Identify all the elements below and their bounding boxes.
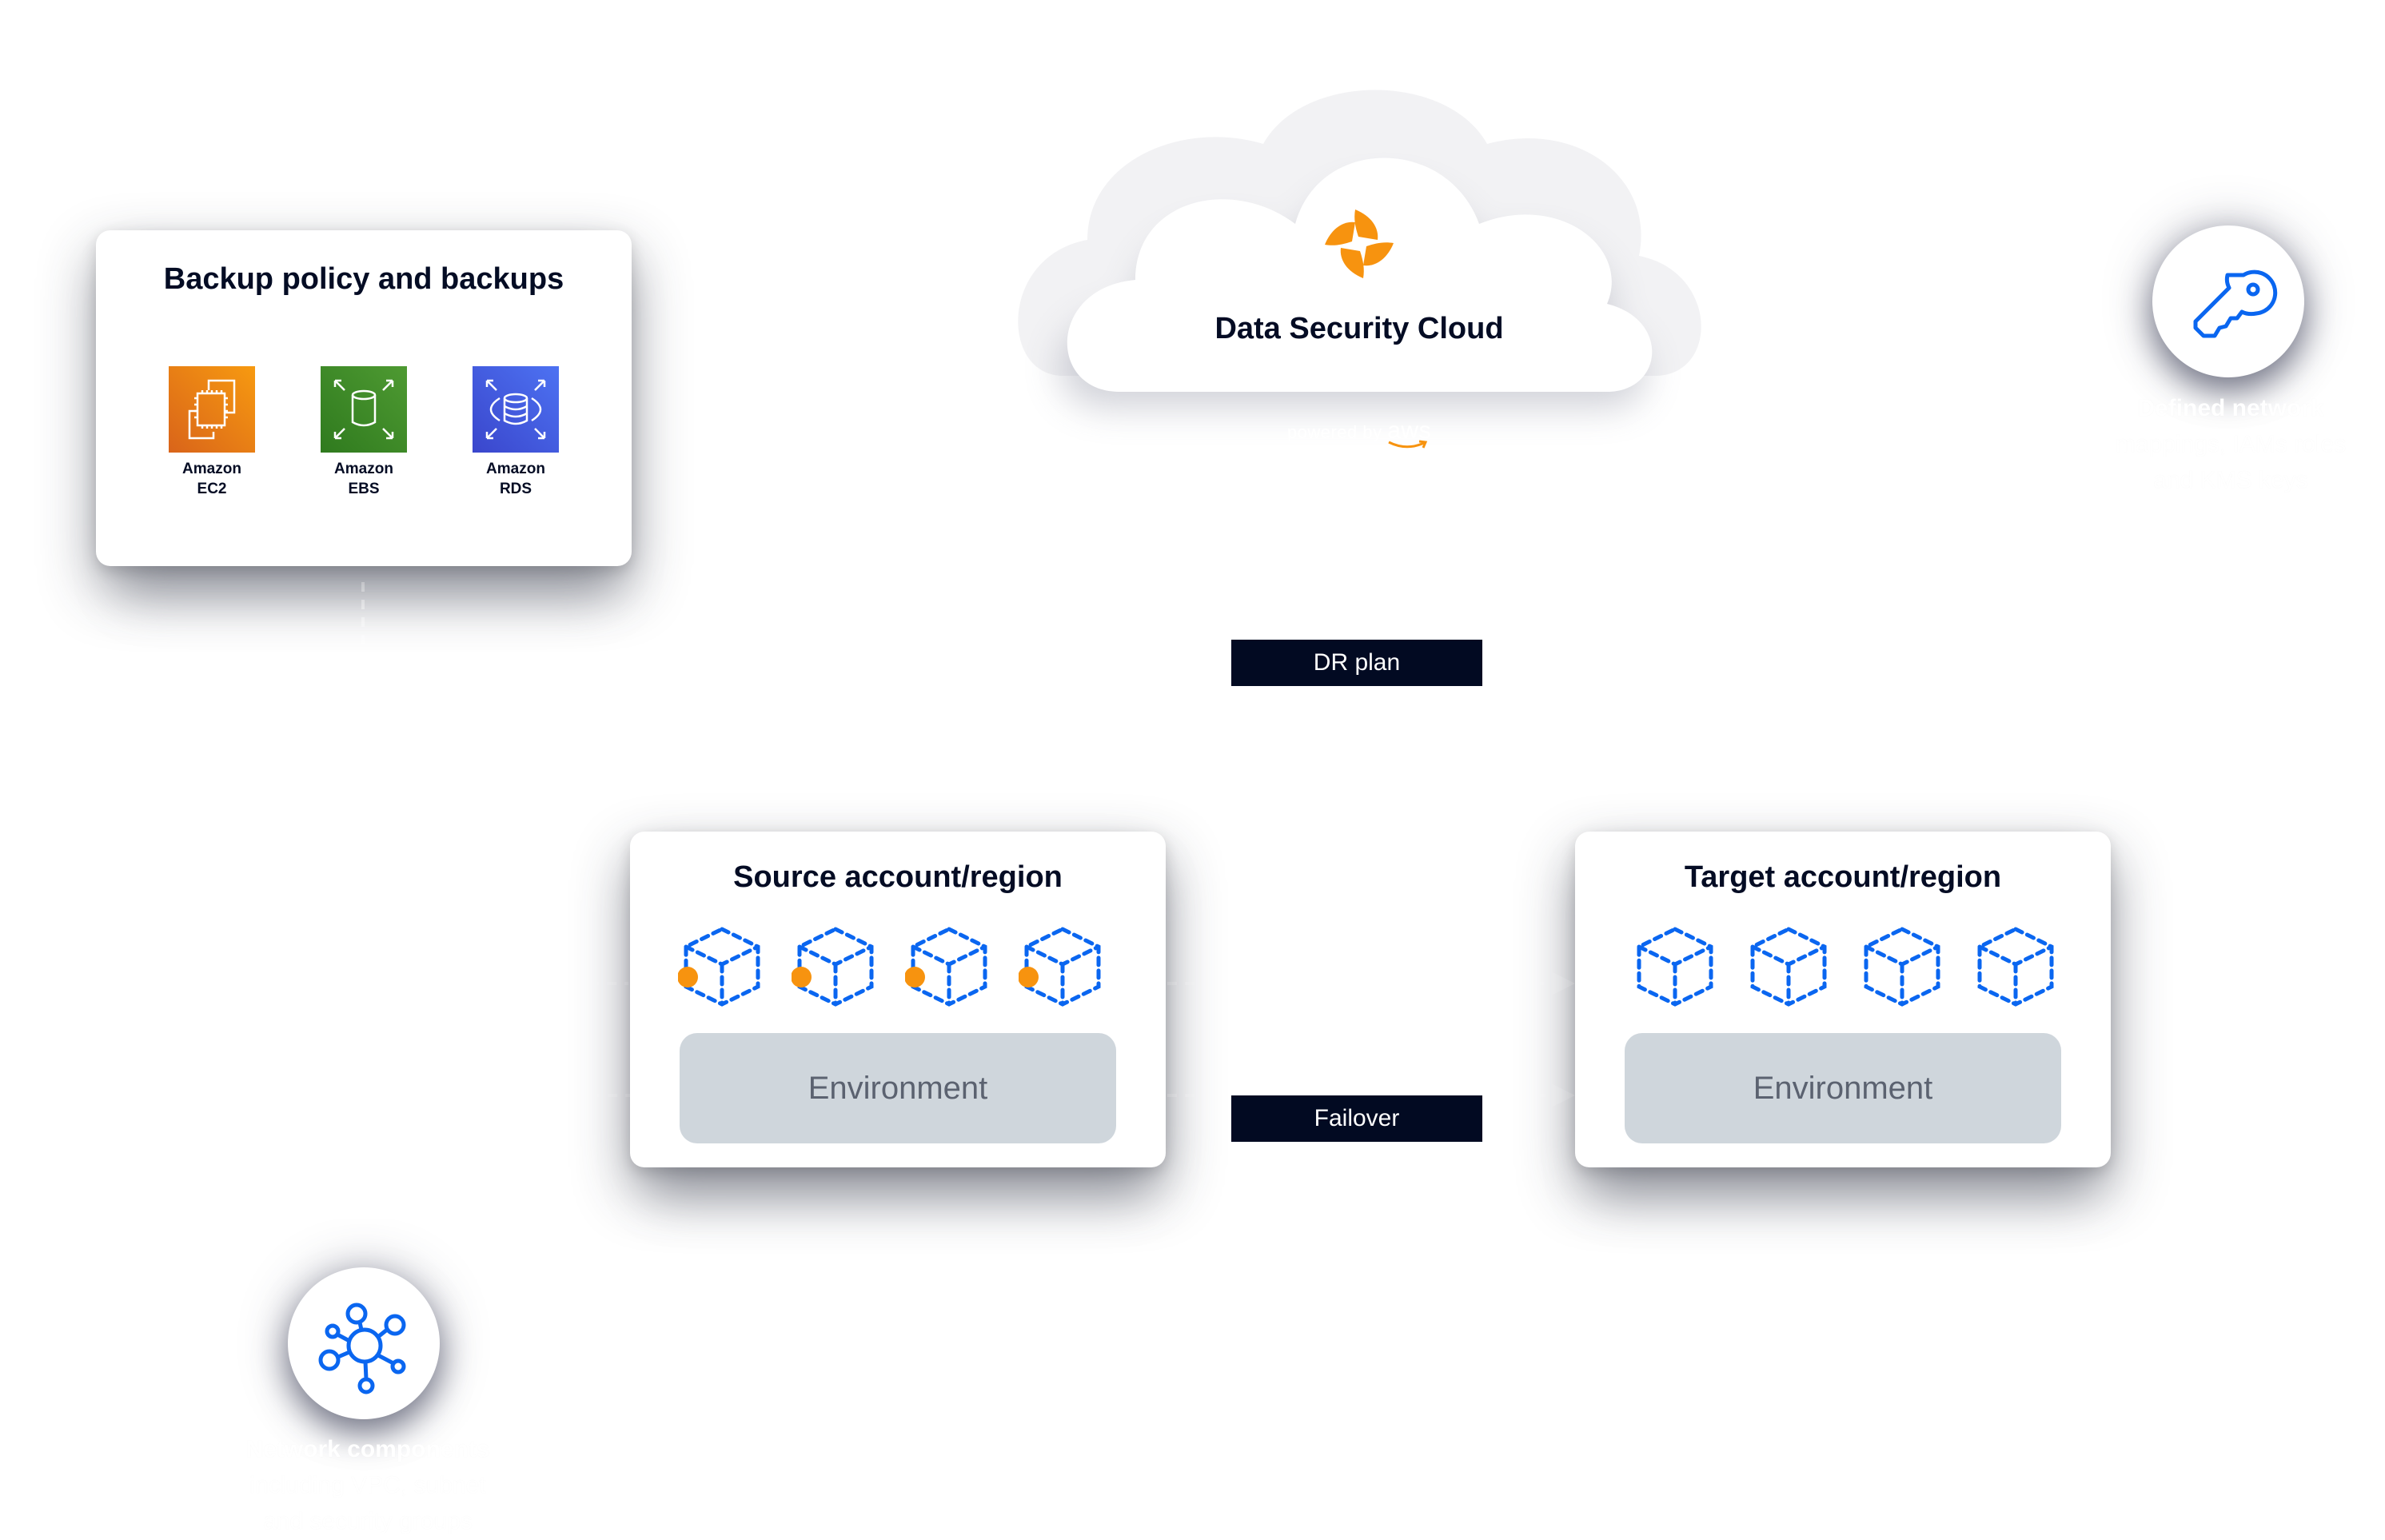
status-dot	[677, 967, 698, 987]
cloud-title: Data Security Cloud	[1214, 312, 1504, 345]
target-card-title: Target account/region	[1684, 860, 2002, 894]
resource-cube-icon	[1858, 921, 1946, 1009]
arrow-right-icon	[1553, 972, 1575, 995]
resource-cube-icon	[677, 921, 766, 1009]
ebs-icon	[321, 366, 407, 453]
cloud-logo-icon	[1325, 209, 1394, 278]
rds-icon	[473, 366, 559, 453]
target-resources	[1575, 921, 2111, 1017]
failover-label: Failover	[1231, 1095, 1482, 1142]
backup-to-source-line	[361, 582, 628, 985]
source-resources	[630, 921, 1166, 1017]
aws-logo: aws	[1387, 417, 1431, 449]
key-node	[2152, 225, 2304, 377]
aws-smile-icon	[1388, 440, 1428, 449]
target-environment: Environment	[1625, 1033, 2061, 1143]
resource-cube-icon	[1631, 921, 1719, 1009]
key-to-drplan-line	[1446, 516, 2244, 665]
source-environment: Environment	[680, 1033, 1116, 1143]
resource-cube-icon	[791, 921, 879, 1009]
key-node-caption: Defined network mappings, IAMs roles and…	[2115, 395, 2347, 493]
network-node-caption: Network components including VPC, subnet…	[245, 1436, 490, 1534]
source-to-cloud-line	[1167, 528, 1329, 985]
arrow-right-icon	[1553, 1084, 1575, 1107]
status-dot	[1018, 967, 1039, 987]
source-card-title: Source account/region	[733, 860, 1063, 894]
resource-cube-icon	[1018, 921, 1107, 1009]
arrow-up-icon	[1316, 508, 1338, 528]
network-to-source-line	[361, 1094, 696, 1267]
resource-cube-icon	[1972, 921, 2060, 1009]
backup-card-title: Backup policy and backups	[163, 262, 564, 296]
powered-by-aws: powered by aws	[999, 417, 1719, 449]
resource-cube-icon	[904, 921, 993, 1009]
data-security-cloud: Data Security Cloud powered by aws	[999, 72, 1719, 488]
resource-cube-icon	[1745, 921, 1833, 1009]
status-dot	[791, 967, 812, 987]
source-account-card: Source account/region Environment	[630, 832, 1166, 1167]
key-icon	[2193, 269, 2278, 338]
ec2-icon	[169, 366, 255, 453]
target-account-card: Target account/region Environment	[1575, 832, 2111, 1167]
dr-plan-label: DR plan	[1231, 640, 1482, 686]
cloud-to-target-line	[1399, 528, 1553, 985]
powered-by-label: powered by	[1286, 422, 1382, 442]
network-icon	[318, 1303, 406, 1394]
network-node	[288, 1267, 440, 1419]
status-dot	[904, 967, 925, 987]
